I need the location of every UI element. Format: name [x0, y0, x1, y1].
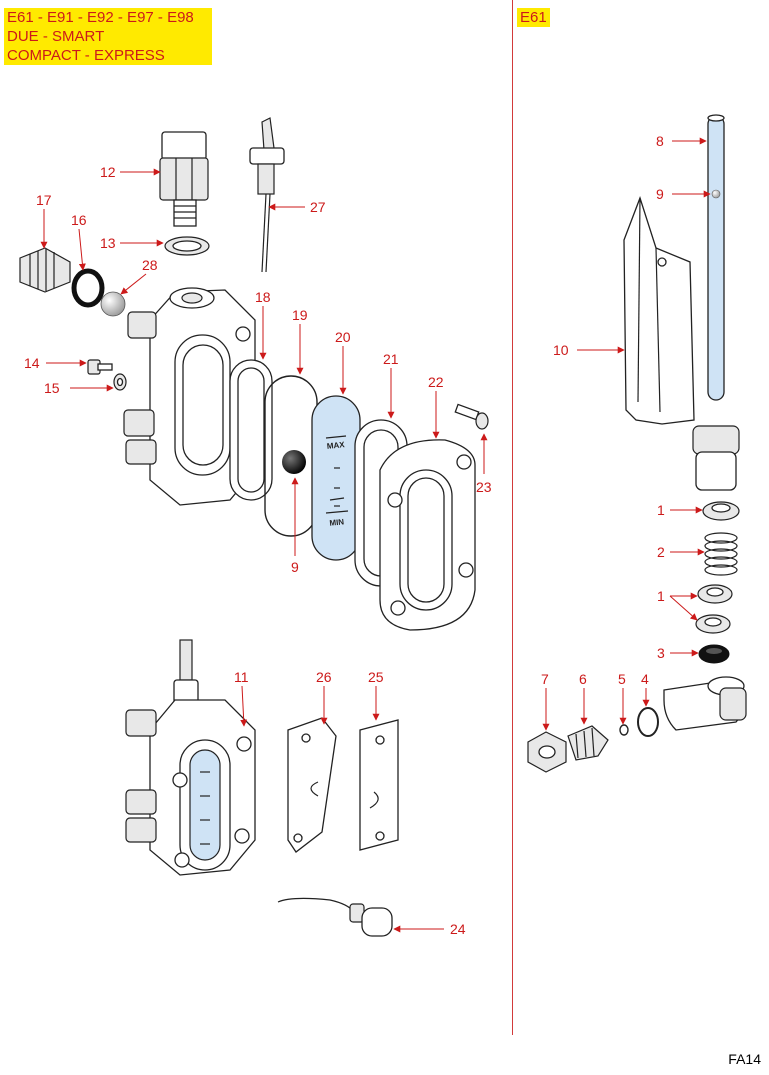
callout-1-lower: 1 — [657, 588, 665, 604]
callout-9-left: 9 — [291, 559, 299, 575]
callout-18: 18 — [255, 289, 271, 305]
callout-2: 2 — [657, 544, 665, 560]
part-11-assembly — [125, 639, 256, 876]
part-9-float-ball — [282, 450, 306, 474]
callout-17: 17 — [36, 192, 52, 208]
model-list-box: E61 - E91 - E92 - E97 - E98 DUE - SMART … — [4, 8, 212, 65]
part-4-elbow — [663, 676, 747, 731]
part-14-screw — [87, 359, 113, 375]
part-23-screw — [454, 403, 489, 430]
part-13-washer — [164, 236, 210, 256]
part-1-upper-bush — [702, 501, 740, 521]
part-18-gasket — [229, 359, 273, 501]
callout-19: 19 — [292, 307, 308, 323]
glass-max-label: MAX — [326, 440, 345, 451]
part-8-tube — [707, 114, 725, 401]
part-9-float — [711, 189, 721, 199]
callout-25: 25 — [368, 669, 384, 685]
part-24-cable-sensor — [277, 897, 393, 937]
callout-numbers: 12 13 27 17 16 28 14 15 18 19 20 21 22 2… — [24, 133, 665, 937]
group-body-nut — [692, 425, 740, 491]
callout-9-right: 9 — [656, 186, 664, 202]
callout-26: 26 — [316, 669, 332, 685]
callout-28: 28 — [142, 257, 158, 273]
part-20-sight-glass: MAX MIN — [311, 395, 361, 561]
part-22-cover-plate — [379, 439, 476, 631]
callout-11: 11 — [234, 669, 249, 685]
part-1-lower-bush-b — [695, 614, 731, 634]
model-list-line-3: COMPACT - EXPRESS — [7, 47, 165, 64]
callout-7: 7 — [541, 671, 549, 687]
callout-22: 22 — [428, 374, 444, 390]
part-5-ring — [619, 724, 629, 736]
part-7-nut — [527, 731, 567, 773]
callout-13: 13 — [100, 235, 116, 251]
callout-1-upper: 1 — [657, 502, 665, 518]
callout-21: 21 — [383, 351, 399, 367]
page-code: FA14 — [728, 1051, 761, 1067]
callout-20: 20 — [335, 329, 351, 345]
callout-3: 3 — [657, 645, 665, 661]
callout-6: 6 — [579, 671, 587, 687]
part-10-shield — [623, 196, 695, 425]
part-3-seal — [698, 644, 730, 664]
part-15-washer — [113, 373, 127, 391]
callout-27: 27 — [310, 199, 326, 215]
part-17-connector — [19, 247, 71, 293]
part-12-fitting — [159, 131, 209, 227]
model-list-line-1: E61 - E91 - E92 - E97 - E98 — [7, 9, 194, 26]
callout-16: 16 — [71, 212, 87, 228]
callout-14: 14 — [24, 355, 40, 371]
part-2-spring — [704, 532, 738, 576]
model-list-line-2: DUE - SMART — [7, 28, 105, 45]
part-27-probe — [249, 117, 285, 273]
part-28-ball — [100, 291, 126, 317]
callout-12: 12 — [100, 164, 116, 180]
part-4-oring — [637, 707, 659, 737]
callout-8: 8 — [656, 133, 664, 149]
glass-min-label: MIN — [329, 517, 345, 528]
callout-15: 15 — [44, 380, 60, 396]
part-6-fitting — [567, 725, 609, 761]
part-26-bracket — [287, 717, 337, 853]
section-divider — [512, 0, 513, 1035]
part-25-plate — [359, 719, 399, 851]
right-model-label: E61 — [517, 8, 550, 27]
callout-23: 23 — [476, 479, 492, 495]
callout-24: 24 — [450, 921, 466, 937]
part-16-oring — [71, 268, 105, 308]
callout-10: 10 — [553, 342, 569, 358]
part-1-lower-bush-a — [697, 584, 733, 604]
callout-5: 5 — [618, 671, 626, 687]
callout-4: 4 — [641, 671, 649, 687]
callout-arrows — [40, 137, 711, 933]
main-block-body — [123, 287, 256, 506]
